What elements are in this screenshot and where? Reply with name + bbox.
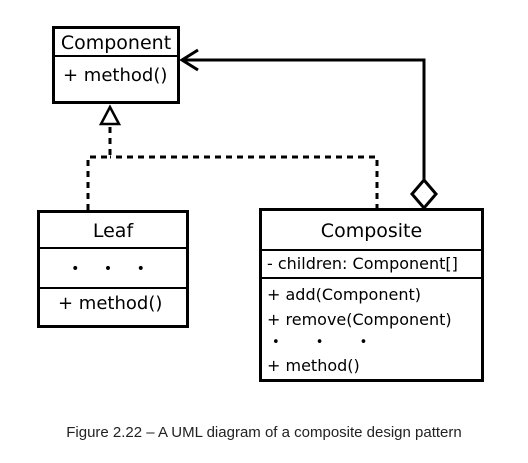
component-operation: + method(): [63, 65, 168, 86]
component-class-name: Component: [55, 29, 177, 57]
component-operations: + method(): [55, 57, 177, 87]
component-class: Component + method(): [52, 26, 180, 104]
realization-line-leaf: [86, 125, 112, 210]
leaf-class: Leaf • • • + method(): [37, 210, 189, 328]
composite-operation-add: + add(Component): [267, 285, 421, 304]
composite-operation-method: + method(): [267, 356, 360, 375]
leaf-operations: + method(): [40, 289, 186, 315]
leaf-ellipsis: • • •: [40, 249, 186, 289]
composite-attribute: - children: Component[]: [267, 254, 458, 273]
figure-caption: Figure 2.22 – A UML diagram of a composi…: [66, 424, 462, 441]
composite-class-name: Composite: [262, 211, 481, 251]
composite-attributes: - children: Component[]: [262, 251, 481, 279]
realization-arrowhead: [98, 104, 122, 126]
aggregation-line: [182, 58, 426, 182]
composite-operations: + add(Component) + remove(Component) • •…: [262, 279, 481, 378]
composite-ellipsis: • • •: [272, 335, 384, 350]
composite-class: Composite - children: Component[] + add(…: [259, 208, 484, 382]
realization-line-composite: [110, 155, 379, 210]
aggregation-arrowhead: [179, 48, 199, 72]
composite-operation-remove: + remove(Component): [267, 310, 452, 329]
aggregation-diamond: [410, 177, 438, 211]
leaf-class-name: Leaf: [40, 213, 186, 249]
leaf-operation: + method(): [58, 293, 163, 314]
